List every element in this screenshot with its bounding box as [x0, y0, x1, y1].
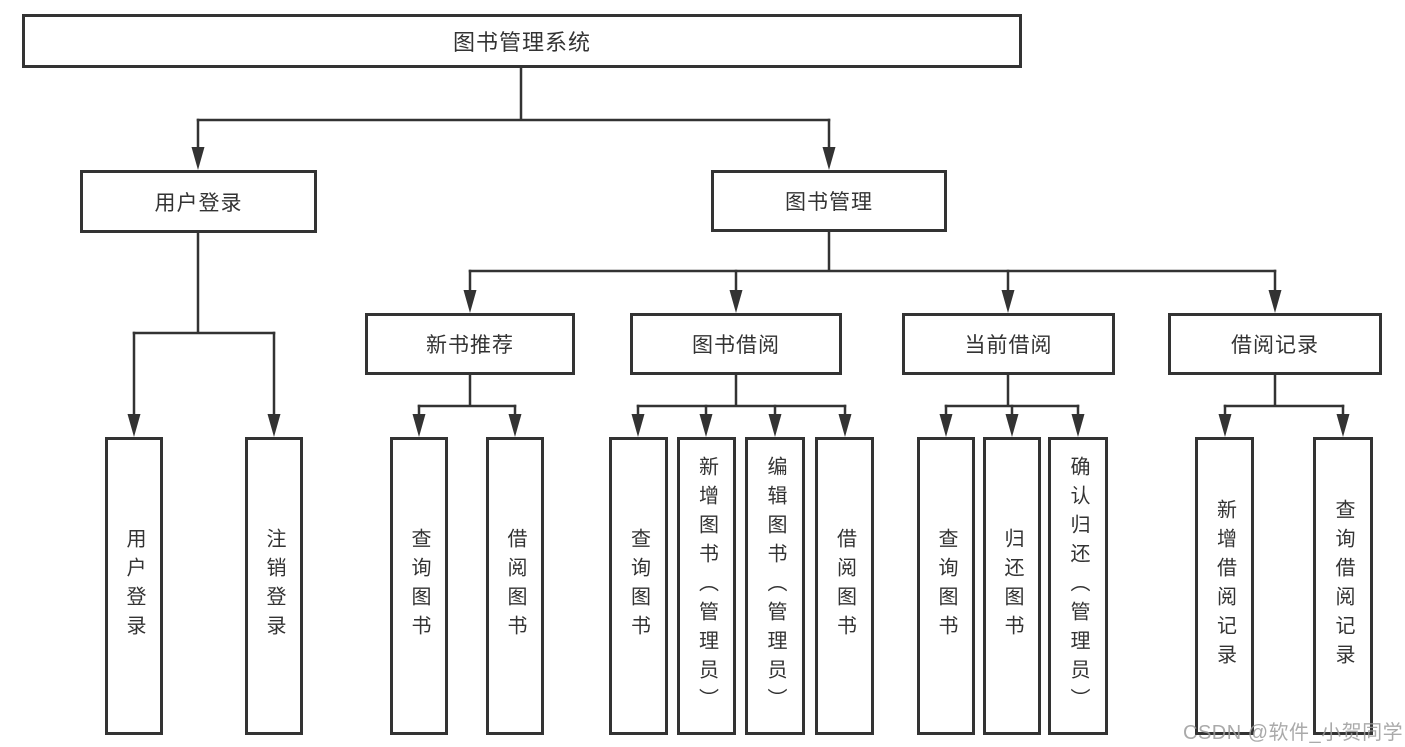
- csdn-watermark: CSDN @软件_小贺同学: [1183, 722, 1404, 744]
- node-book-borrowing: 图书借阅: [630, 313, 842, 375]
- leaf-recommend-borrow-books: 借阅图书: [486, 437, 544, 735]
- leaf-borrow-add-books-admin: 新增图书（管理员）: [677, 437, 736, 735]
- node-new-book-recommendation: 新书推荐: [365, 313, 575, 375]
- leaf-borrow-borrow-books: 借阅图书: [815, 437, 874, 735]
- leaf-recommend-query-books: 查询图书: [390, 437, 448, 735]
- node-system-root: 图书管理系统: [22, 14, 1022, 68]
- leaf-records-query-record: 查询借阅记录: [1313, 437, 1373, 735]
- node-current-borrowing: 当前借阅: [902, 313, 1115, 375]
- splitter-lines: [132, 66, 1345, 408]
- arrow-stems: [132, 118, 1345, 421]
- node-user-login: 用户登录: [80, 170, 317, 233]
- leaf-borrow-query-books: 查询图书: [609, 437, 668, 735]
- leaf-user-login: 用户登录: [105, 437, 163, 735]
- node-book-management: 图书管理: [711, 170, 947, 232]
- leaf-logout-login: 注销登录: [245, 437, 303, 735]
- leaf-records-add-record: 新增借阅记录: [1195, 437, 1254, 735]
- leaf-current-confirm-return-admin: 确认归还（管理员）: [1048, 437, 1108, 735]
- arrowheads-icon: [127, 147, 1350, 437]
- node-borrowing-records: 借阅记录: [1168, 313, 1382, 375]
- leaf-borrow-edit-books-admin: 编辑图书（管理员）: [745, 437, 805, 735]
- leaf-current-query-books: 查询图书: [917, 437, 975, 735]
- leaf-current-return-books: 归还图书: [983, 437, 1041, 735]
